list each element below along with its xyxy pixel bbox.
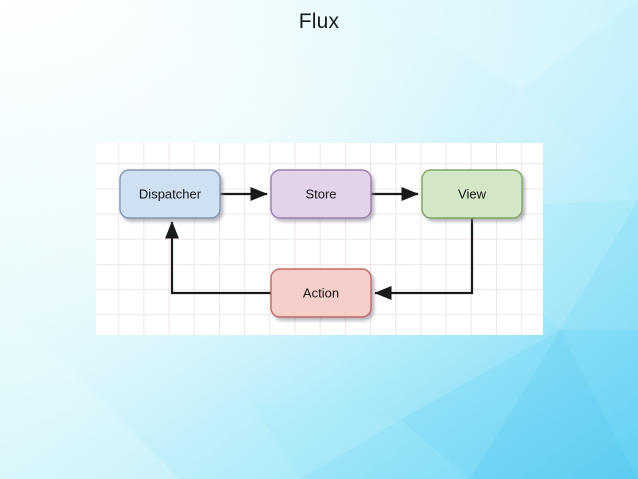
node-action[interactable]: Action	[270, 268, 372, 318]
node-dispatcher[interactable]: Dispatcher	[119, 169, 221, 219]
node-store[interactable]: Store	[270, 169, 372, 219]
node-action-box[interactable]	[270, 268, 372, 318]
page-title: Flux	[298, 10, 340, 33]
node-store-label: Store	[305, 186, 336, 201]
node-view-box[interactable]	[421, 169, 523, 219]
node-action-label: Action	[303, 285, 339, 300]
node-store-box[interactable]	[270, 169, 372, 219]
node-dispatcher-box[interactable]	[119, 169, 221, 219]
flux-diagram-panel: Dispatcher Store View Action	[96, 143, 543, 335]
node-dispatcher-label: Dispatcher	[139, 186, 202, 201]
edge-action-to-dispatcher	[164, 221, 271, 295]
node-view[interactable]: View	[421, 169, 523, 219]
node-view-label: View	[458, 186, 487, 201]
diagram-edges	[164, 186, 474, 301]
flux-flowchart: Dispatcher Store View Action	[119, 169, 523, 318]
edge-view-to-action	[374, 218, 474, 301]
